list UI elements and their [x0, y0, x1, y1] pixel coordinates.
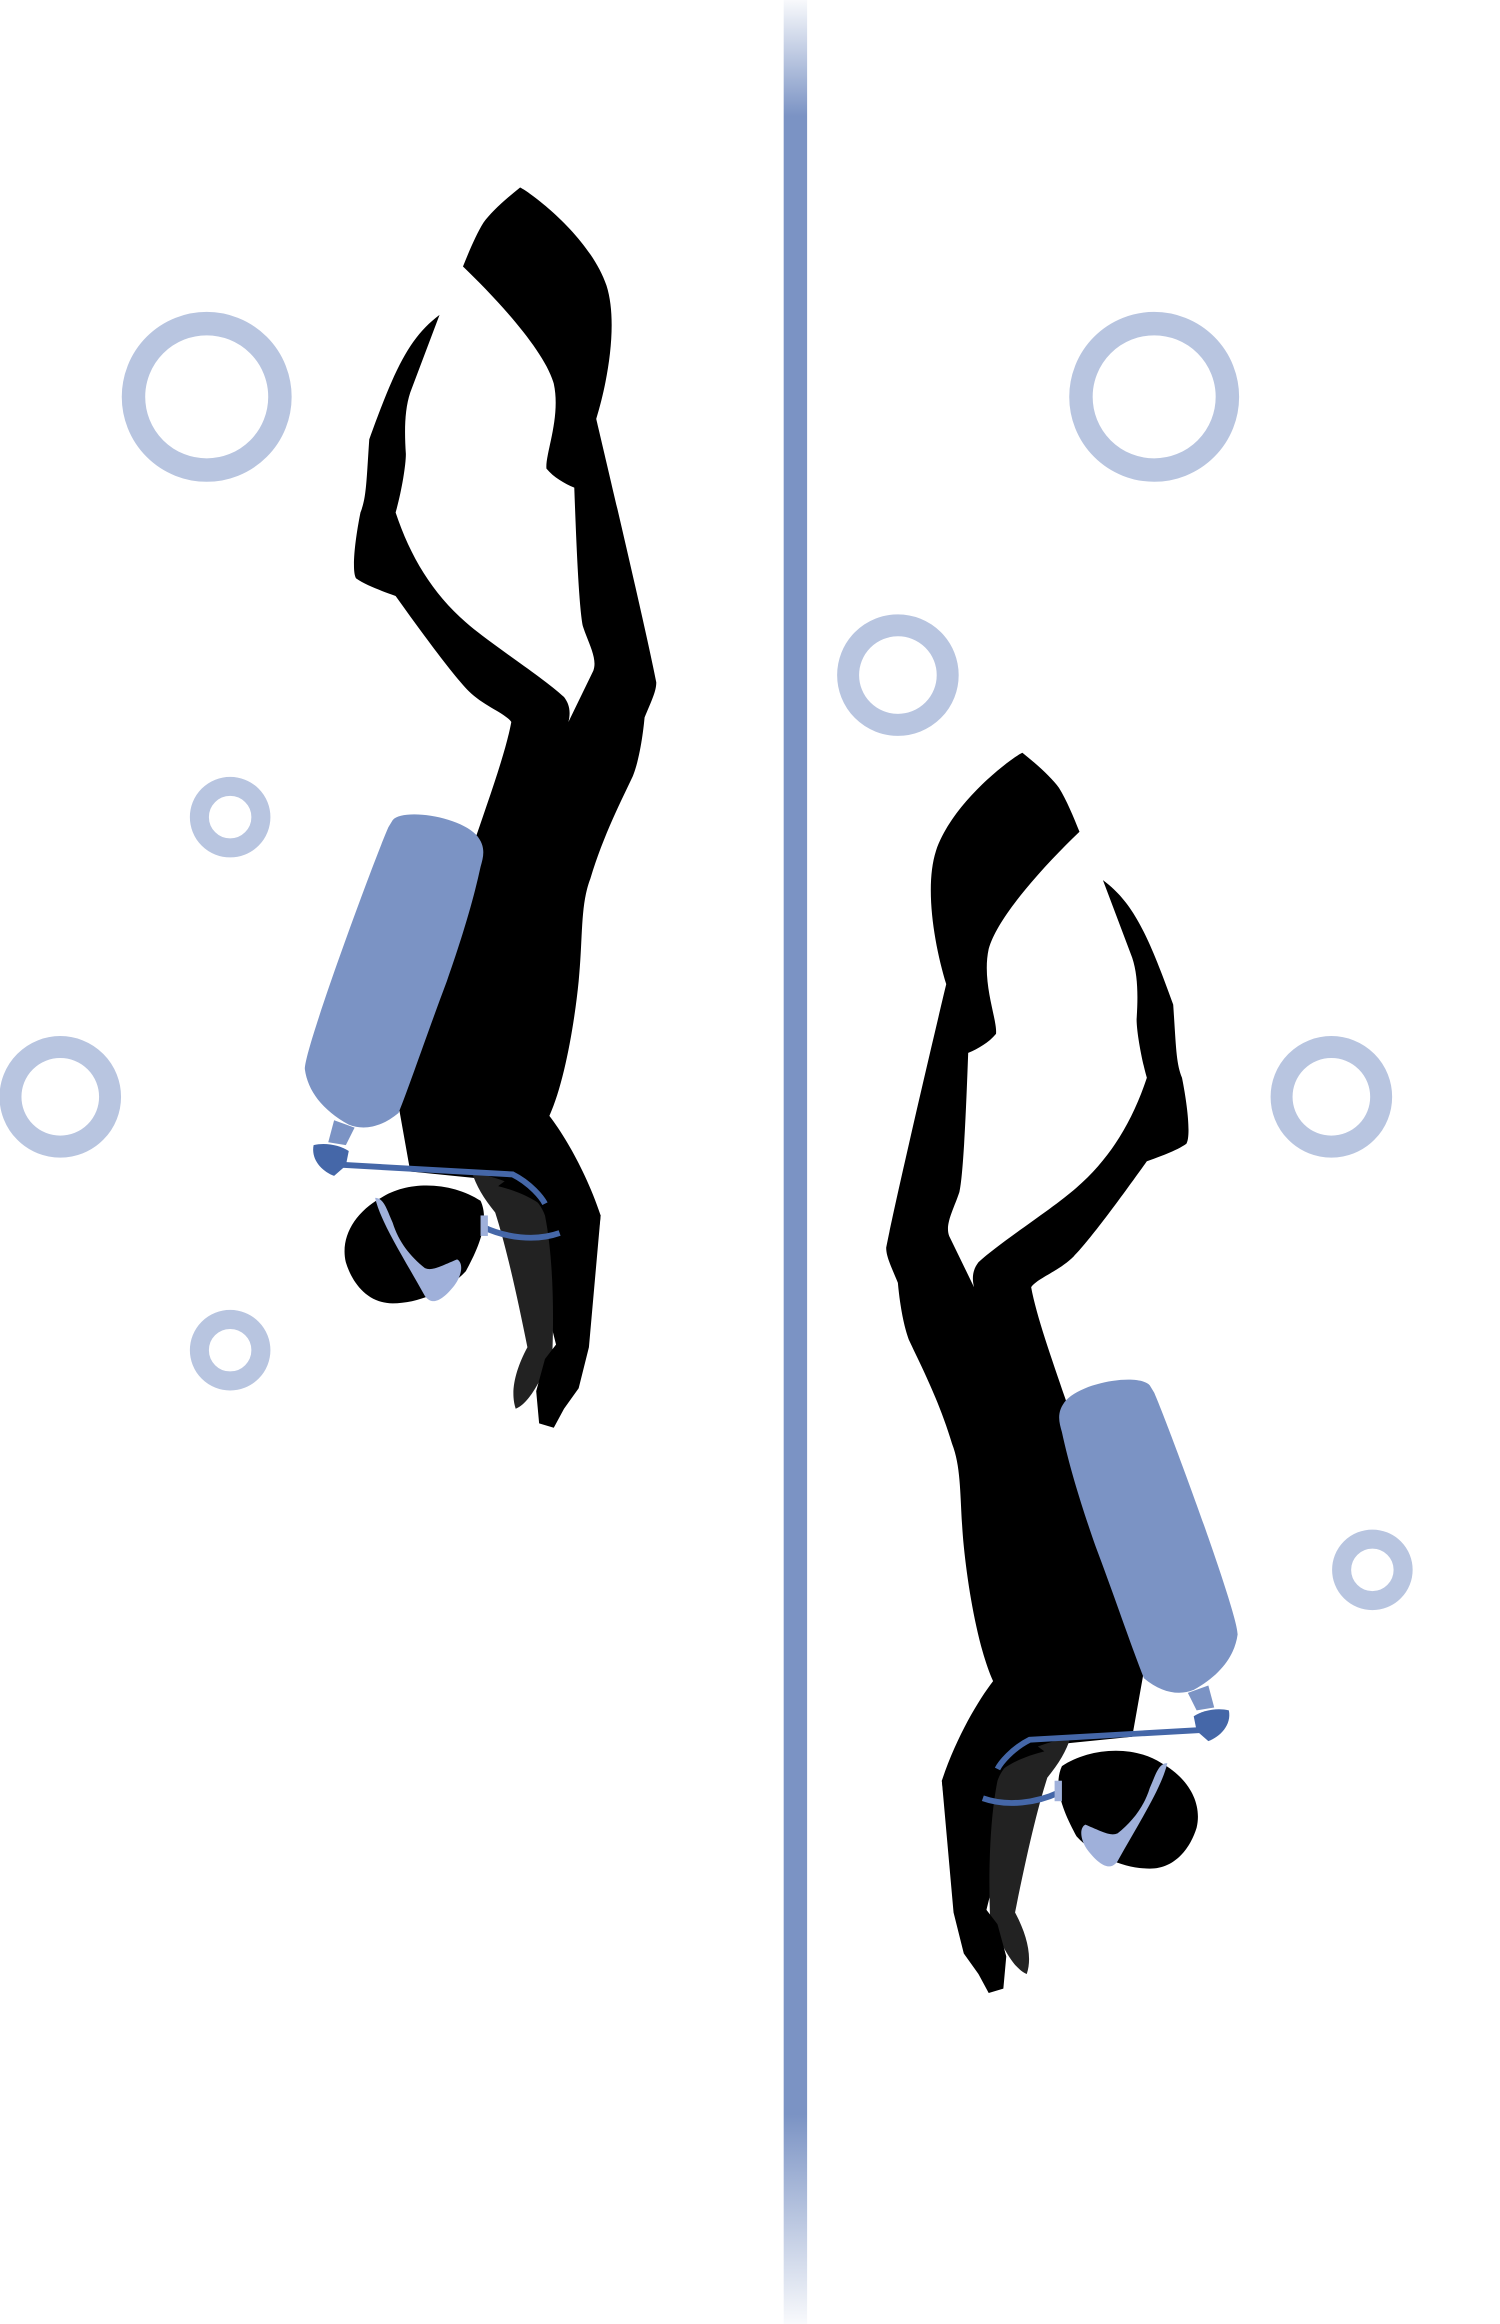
- bubble-icon: [1069, 311, 1240, 482]
- bubble-icon: [1332, 1529, 1413, 1611]
- bubble-icon: [0, 1036, 122, 1158]
- bubble-icon: [1270, 1036, 1393, 1158]
- bubble-icon: [121, 311, 292, 482]
- bubbles: [0, 311, 1413, 1611]
- bubble-icon: [189, 1309, 271, 1391]
- bubble-icon: [189, 776, 271, 858]
- bubble-icon: [837, 614, 959, 736]
- descent-line-icon: [783, 0, 808, 2324]
